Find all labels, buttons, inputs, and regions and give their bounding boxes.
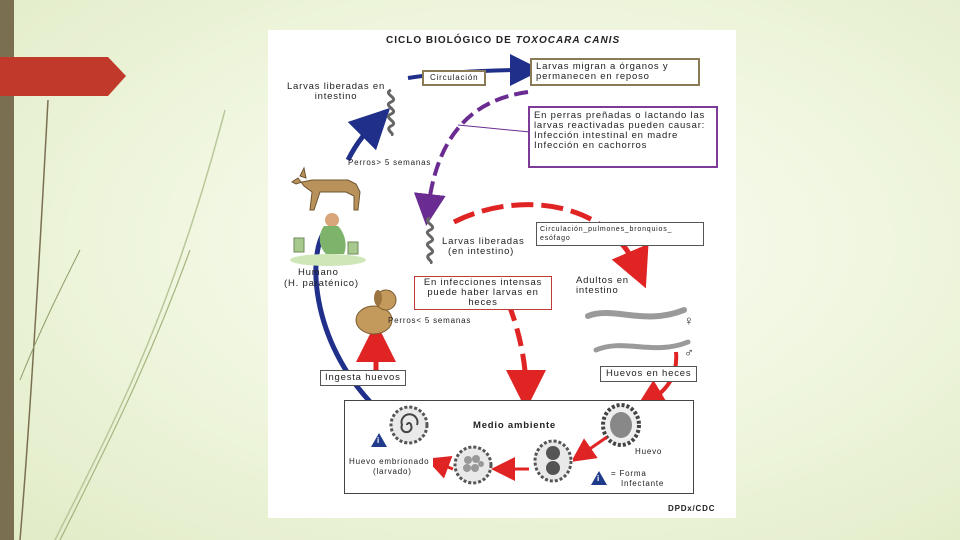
larva-icon-top bbox=[386, 88, 396, 136]
legend-infective-glyph: i bbox=[597, 474, 600, 483]
purple-connector bbox=[457, 124, 531, 133]
male-symbol: ♂ bbox=[684, 345, 695, 360]
text-infeccion-madre: Infección intestinal en madre bbox=[534, 130, 679, 141]
egg-development-arrow-2 bbox=[573, 435, 608, 462]
infective-stage-glyph: i bbox=[377, 436, 380, 445]
female-symbol: ♀ bbox=[684, 313, 695, 328]
life-cycle-diagram: CICLO BIOLÓGICO DE TOXOCARA CANIS Larvas… bbox=[268, 30, 736, 518]
label-huevo-embrionado-a: Huevo embrionado bbox=[349, 457, 430, 466]
red-tab-shape bbox=[0, 57, 126, 96]
label-larvas-liberadas-2b: (en intestino) bbox=[448, 246, 515, 257]
box-ingesta-huevos: Ingesta huevos bbox=[320, 370, 406, 386]
infective-stage-icon: i bbox=[371, 433, 387, 447]
adult-dog-icon bbox=[291, 166, 361, 211]
credit-label: DPDx/CDC bbox=[668, 504, 716, 513]
arrow-reactivacion bbox=[413, 90, 529, 226]
label-circulacion: Circulación bbox=[422, 70, 487, 86]
arrow-larvas-adultos bbox=[452, 202, 649, 289]
legend-infective-icon: i bbox=[591, 471, 607, 485]
egg-single-cell-icon bbox=[601, 403, 641, 447]
text-perras-prenadas: En perras preñadas o lactando las larvas… bbox=[534, 110, 706, 131]
label-forma-a: = Forma bbox=[611, 469, 647, 478]
box-larvas-migran: Larvas migran a órganos y permanecen en … bbox=[530, 58, 700, 86]
label-perros-mayor-5: Perros> 5 semanas bbox=[348, 158, 432, 167]
label-forma-b: Infectante bbox=[621, 479, 665, 488]
label-perros-menor-5: Perros< 5 semanas bbox=[388, 316, 472, 325]
label-larvas-liberadas-2a: Larvas liberadas bbox=[442, 236, 525, 247]
label-larvas-liberadas-intestino: Larvas liberadas en intestino bbox=[286, 81, 386, 102]
box-infecciones-intensas: En infecciones intensas puede haber larv… bbox=[414, 276, 552, 310]
label-adultos-a: Adultos en bbox=[576, 275, 629, 286]
egg-two-cell-icon bbox=[533, 439, 573, 483]
text-infeccion-cachorros: Infección en cachorros bbox=[534, 140, 648, 151]
puppy-icon bbox=[355, 289, 397, 335]
medio-ambiente-box: Medio ambiente i Huevo embrionado (lar bbox=[344, 400, 694, 494]
larva-icon-middle bbox=[425, 216, 435, 264]
decorative-lines bbox=[19, 99, 226, 540]
left-accent-bar bbox=[0, 0, 14, 540]
label-huevo-embrionado-b: (larvado) bbox=[373, 467, 412, 476]
label-medio-ambiente: Medio ambiente bbox=[473, 420, 556, 431]
human-child-icon bbox=[290, 213, 366, 266]
arrow-perros-mayor-circulacion bbox=[345, 107, 391, 162]
box-circulacion-pulmones: Circulación_pulmones_bronquios_ esófago bbox=[536, 222, 704, 246]
diagram-title: CICLO BIOLÓGICO DE TOXOCARA CANIS bbox=[386, 35, 621, 46]
label-h-paratenico: (H. paraténico) bbox=[284, 278, 359, 289]
adult-worms-icon bbox=[585, 307, 691, 353]
egg-development-arrows bbox=[433, 455, 529, 481]
egg-embryonated-icon bbox=[389, 405, 429, 445]
label-humano: Humano bbox=[298, 267, 339, 278]
box-huevos-heces: Huevos en heces bbox=[600, 366, 698, 382]
label-adultos-b: intestino bbox=[576, 285, 619, 296]
label-huevo: Huevo bbox=[635, 447, 663, 456]
box-perras-prenadas: En perras preñadas o lactando las larvas… bbox=[528, 106, 718, 168]
